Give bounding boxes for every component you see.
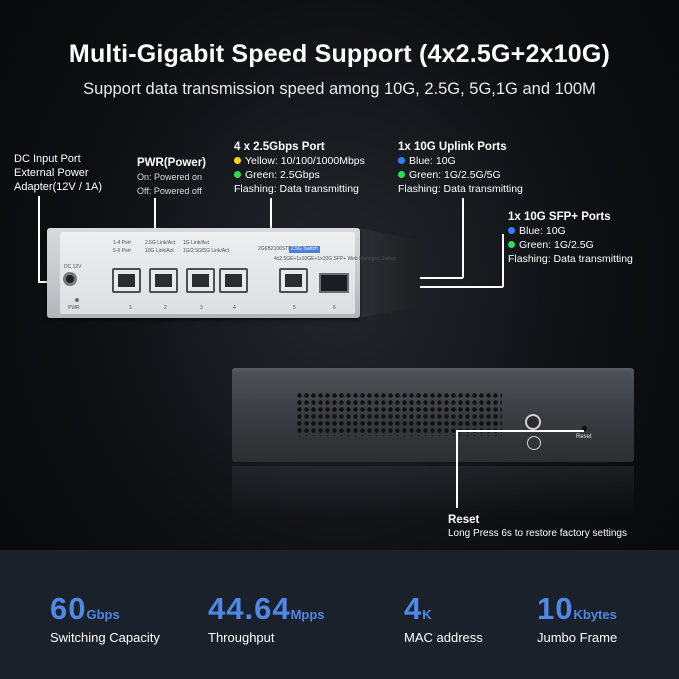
port-number: 3 xyxy=(200,305,203,311)
port-number: 2 xyxy=(164,305,167,311)
callout-sfp-flash: Flashing: Data transmitting xyxy=(508,253,633,265)
stats-bar xyxy=(0,550,679,679)
yellow-dot-icon xyxy=(234,157,241,164)
callout-uplink-port: 1x 10G Uplink Ports Blue: 10G Green: 1G/… xyxy=(398,140,523,196)
legend-port-5-6: 5-6 Port xyxy=(113,248,131,254)
stat-value: 4 xyxy=(404,591,423,626)
vent-grille xyxy=(296,392,502,436)
rear-reflection xyxy=(232,466,634,516)
reset-button[interactable] xyxy=(582,426,587,431)
stat-jumbo-frame: 10Kbytes Jumbo Frame xyxy=(537,591,618,646)
switch-spec-line: 4x2.5GE+1x10GE+1x10G SFP+ Web Managed Sw… xyxy=(274,256,397,262)
sfp-port-6[interactable] xyxy=(319,273,349,293)
stat-label: MAC address xyxy=(404,630,483,645)
callout-rj45-title: 4 x 2.5Gbps Port xyxy=(234,141,325,153)
callout-uplink-green: Green: 1G/2.5G/5G xyxy=(409,169,501,181)
stat-throughput: 44.64Mpps Throughput xyxy=(208,591,325,646)
switch-side-panel xyxy=(360,228,420,318)
dc-power-port[interactable] xyxy=(63,272,77,286)
callout-dc-title: DC Input Port xyxy=(14,153,81,165)
callout-sfp-port: 1x 10G SFP+ Ports Blue: 10G Green: 1G/2.… xyxy=(508,210,633,266)
legend-1g: 1G Link/Act xyxy=(183,240,209,246)
callout-pwr-line2: On: Powered on xyxy=(137,172,203,182)
callout-dc-input: DC Input Port External Power Adapter(12V… xyxy=(14,152,102,194)
callout-pwr: PWR(Power) On: Powered on Off: Powered o… xyxy=(137,156,206,198)
callout-rj45-flash: Flashing: Data transmitting xyxy=(234,183,359,195)
green-dot-icon xyxy=(398,171,405,178)
stat-mac-address: 4K MAC address xyxy=(404,591,483,646)
legend-multi: 1G/2.5G/5G Link/Act xyxy=(183,248,230,254)
rj45-port-5-uplink[interactable] xyxy=(279,268,308,293)
callout-sfp-line-h xyxy=(340,286,503,288)
ground-screw-icon xyxy=(525,414,541,430)
callout-sfp-green: Green: 1G/2.5G xyxy=(519,239,594,251)
port-number: 6 xyxy=(333,305,336,311)
stat-switching-capacity: 60Gbps Switching Capacity xyxy=(50,591,160,646)
legend-10g: 10G Link/Act xyxy=(145,248,174,254)
stat-label: Jumbo Frame xyxy=(537,630,618,645)
callout-dc-line xyxy=(38,196,40,282)
stat-unit: Gbps xyxy=(86,607,120,622)
callout-rj45-yellow: Yellow: 10/100/1000Mbps xyxy=(245,155,365,167)
port-number: 4 xyxy=(233,305,236,311)
blue-dot-icon xyxy=(508,227,515,234)
headline-title: Multi-Gigabit Speed Support (4x2.5G+2x10… xyxy=(68,40,611,68)
callout-uplink-flash: Flashing: Data transmitting xyxy=(398,183,523,195)
headline-subtitle: Support data transmission speed among 10… xyxy=(83,80,596,98)
callout-uplink-title: 1x 10G Uplink Ports xyxy=(398,141,507,153)
stat-value: 44.64 xyxy=(208,591,291,626)
callout-uplink-blue: Blue: 10G xyxy=(409,155,456,167)
switch-badge: 2.5G Switch xyxy=(289,246,320,253)
callout-sfp-blue: Blue: 10G xyxy=(519,225,566,237)
pwr-led-icon xyxy=(75,298,79,302)
port-number: 1 xyxy=(129,305,132,311)
reset-label-small: Reset xyxy=(576,434,592,440)
callout-reset-title: Reset xyxy=(448,514,480,526)
legend-25g: 2.5G Link/Act xyxy=(145,240,176,246)
stat-label: Throughput xyxy=(208,630,275,645)
pwr-label: PWR xyxy=(68,305,80,311)
rj45-port-4[interactable] xyxy=(219,268,248,293)
rj45-port-1[interactable] xyxy=(112,268,141,293)
stat-value: 60 xyxy=(50,591,87,626)
callout-pwr-title: PWR(Power) xyxy=(137,157,206,169)
callout-dc-line3: Adapter(12V / 1A) xyxy=(14,181,103,193)
callout-reset: Reset Long Press 6s to restore factory s… xyxy=(448,513,627,541)
callout-dc-line2: External Power xyxy=(14,167,89,179)
rj45-port-2[interactable] xyxy=(149,268,178,293)
model-number: 2G6B2106STM xyxy=(258,246,293,252)
green-dot-icon xyxy=(234,171,241,178)
stat-unit: K xyxy=(422,607,432,622)
callout-rj45-green: Green: 2.5Gbps xyxy=(245,169,320,181)
legend-port-1-4: 1-4 Port xyxy=(113,240,131,246)
stat-value: 10 xyxy=(537,591,574,626)
blue-dot-icon xyxy=(398,157,405,164)
callout-reset-line xyxy=(456,430,458,508)
ground-symbol-icon xyxy=(527,436,541,450)
stat-unit: Kbytes xyxy=(573,607,617,622)
dc-label: DC 12V xyxy=(64,264,82,270)
callout-uplink-line xyxy=(462,198,464,278)
green-dot-icon xyxy=(508,241,515,248)
callout-reset-line-h xyxy=(456,430,584,432)
callout-reset-desc: Long Press 6s to restore factory setting… xyxy=(448,528,627,539)
callout-sfp-title: 1x 10G SFP+ Ports xyxy=(508,211,611,223)
stat-unit: Mpps xyxy=(290,607,325,622)
rj45-port-3[interactable] xyxy=(186,268,215,293)
callout-sfp-line xyxy=(502,234,504,287)
port-number: 5 xyxy=(293,305,296,311)
stat-label: Switching Capacity xyxy=(50,630,160,645)
callout-pwr-line3: Off: Powered off xyxy=(137,186,202,196)
callout-rj45-ports: 4 x 2.5Gbps Port Yellow: 10/100/1000Mbps… xyxy=(234,140,365,196)
